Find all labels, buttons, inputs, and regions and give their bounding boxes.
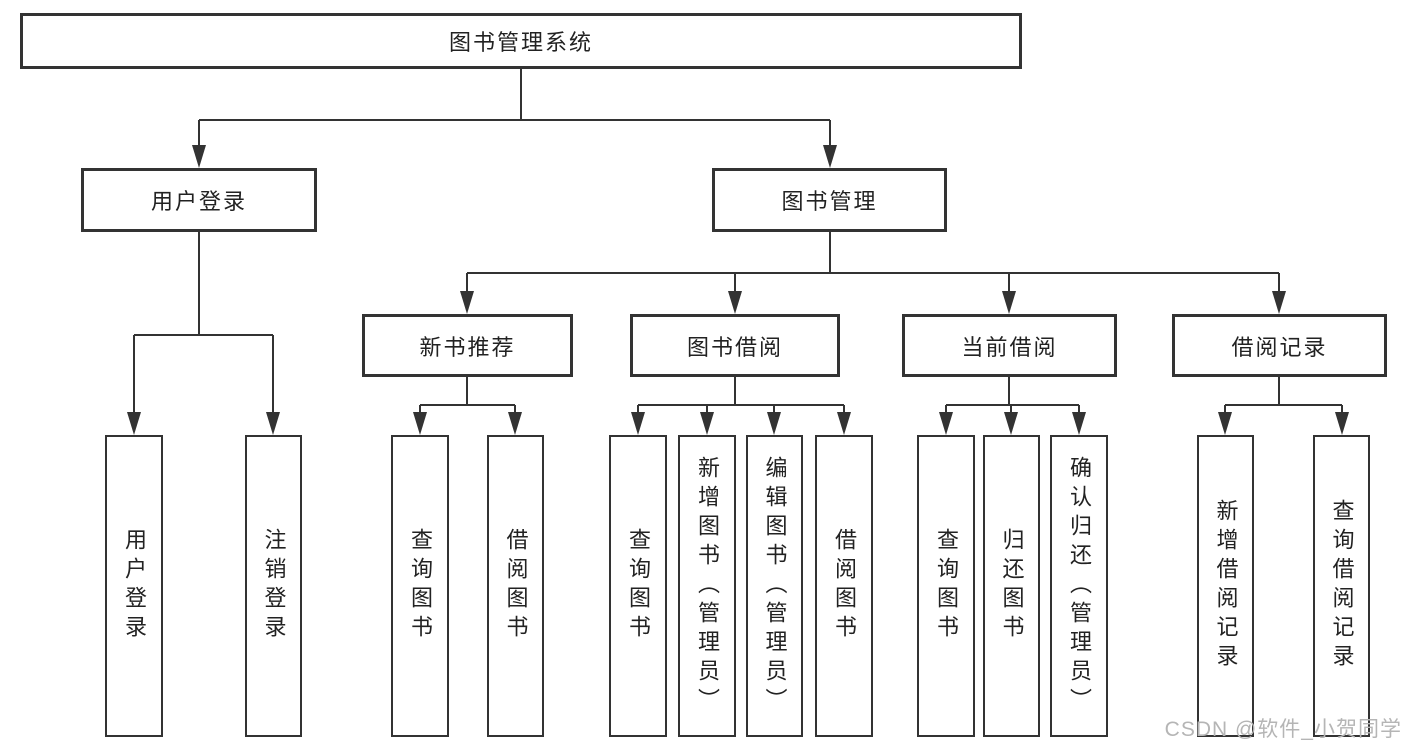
node-logout: 注销登录 — [245, 435, 302, 737]
node-label: 查询借阅记录 — [1329, 499, 1355, 673]
arrow-down-icon — [1272, 291, 1286, 314]
arrow-down-icon — [823, 145, 837, 168]
node-label: 注销登录 — [261, 528, 287, 644]
node-current-borrow: 当前借阅 — [902, 314, 1117, 377]
arrow-down-icon — [192, 145, 206, 168]
node-label: 归还图书 — [999, 528, 1025, 644]
node-label: 新增借阅记录 — [1213, 499, 1239, 673]
node-label: 当前借阅 — [961, 334, 1058, 360]
node-label: 查询图书 — [934, 528, 959, 644]
node-cb-return-books: 归还图书 — [983, 435, 1040, 737]
node-label: 图书管理系统 — [448, 30, 593, 55]
arrow-down-icon — [939, 412, 953, 435]
node-label: 图书借阅 — [686, 334, 783, 360]
arrow-down-icon — [728, 291, 742, 314]
arrow-down-icon — [1072, 412, 1086, 435]
node-bb-borrow-books: 借阅图书 — [815, 435, 873, 737]
node-borrow-records: 借阅记录 — [1172, 314, 1387, 377]
arrow-down-icon — [700, 412, 714, 435]
node-label: 查询图书 — [626, 528, 651, 644]
arrow-down-icon — [1004, 412, 1018, 435]
node-cb-query-books: 查询图书 — [917, 435, 975, 737]
node-nb-borrow-books: 借阅图书 — [487, 435, 544, 737]
node-label: 借阅记录 — [1231, 334, 1328, 360]
node-label: 图书管理 — [781, 189, 878, 214]
node-book-borrow: 图书借阅 — [630, 314, 840, 377]
arrow-down-icon — [1218, 412, 1232, 435]
arrow-down-icon — [508, 412, 522, 435]
arrow-down-icon — [127, 412, 141, 435]
arrow-down-icon — [631, 412, 645, 435]
arrow-down-icon — [767, 412, 781, 435]
node-label: 借阅图书 — [503, 528, 529, 644]
node-label: 编辑图书（管理员） — [762, 455, 788, 717]
node-br-query-record: 查询借阅记录 — [1313, 435, 1370, 737]
csdn-watermark: CSDN @软件_小贺同学 — [1164, 718, 1402, 741]
node-bb-edit-books: 编辑图书（管理员） — [746, 435, 803, 737]
node-label: 用户登录 — [150, 189, 247, 214]
connector-lines — [133, 69, 1343, 415]
node-label: 新书推荐 — [419, 334, 516, 360]
node-user-login: 用户登录 — [81, 168, 317, 232]
node-book-management: 图书管理 — [712, 168, 947, 232]
node-new-book-recommend: 新书推荐 — [362, 314, 573, 377]
arrow-down-icon — [1335, 412, 1349, 435]
arrow-down-icon — [837, 412, 851, 435]
node-nb-query-books: 查询图书 — [391, 435, 449, 737]
node-login: 用户登录 — [105, 435, 163, 737]
arrow-down-icon — [413, 412, 427, 435]
arrowhead-icons — [127, 145, 1349, 435]
node-bb-query-books: 查询图书 — [609, 435, 667, 737]
node-br-add-record: 新增借阅记录 — [1197, 435, 1254, 737]
arrow-down-icon — [1002, 291, 1016, 314]
node-bb-add-books: 新增图书（管理员） — [678, 435, 736, 737]
node-cb-confirm-return: 确认归还（管理员） — [1050, 435, 1108, 737]
arrow-down-icon — [266, 412, 280, 435]
node-label: 借阅图书 — [832, 528, 857, 644]
node-root: 图书管理系统 — [20, 13, 1022, 69]
node-label: 新增图书（管理员） — [695, 455, 720, 717]
node-label: 确认归还（管理员） — [1067, 455, 1092, 717]
node-label: 用户登录 — [122, 528, 147, 644]
arrow-down-icon — [460, 291, 474, 314]
node-label: 查询图书 — [408, 528, 433, 644]
